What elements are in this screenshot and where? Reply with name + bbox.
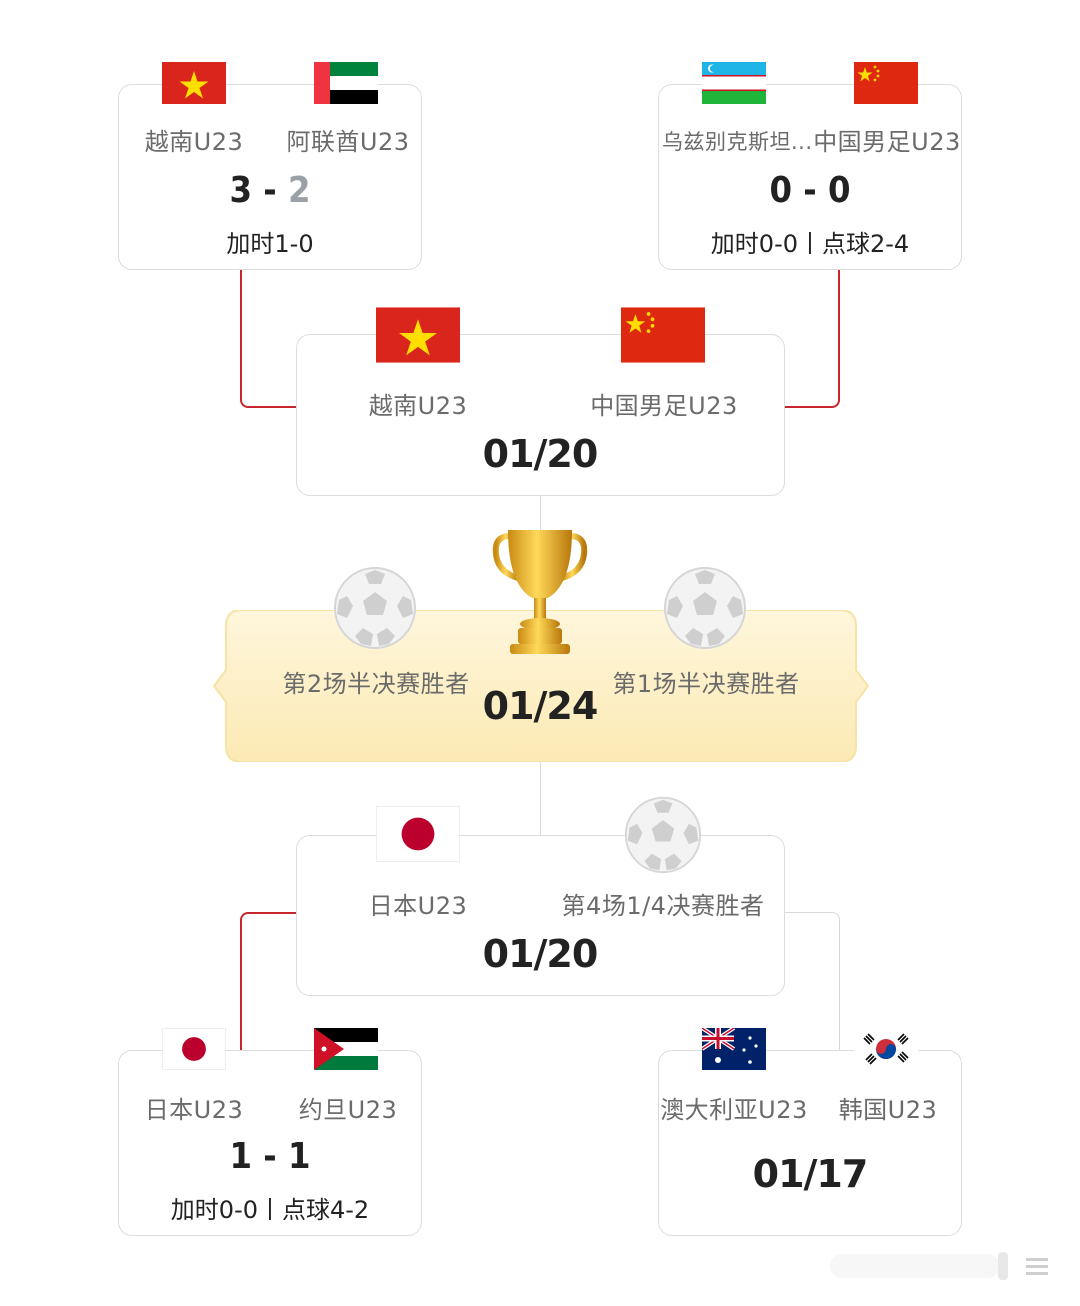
team-name: 中国男足U23 [813,128,961,156]
soccer-ball-icon [624,796,702,874]
match-date: 01/17 [752,1152,869,1196]
team-name: 第1场半决赛胜者 [612,670,800,698]
team-name: 韩国U23 [838,1096,938,1124]
match-card-qf-top-left[interactable] [118,84,422,270]
team-name: 越南U23 [144,128,244,156]
score-away: 2 [288,170,311,211]
team-name: 约旦U23 [298,1096,398,1124]
team-name: 阿联酋U23 [286,128,410,156]
team-name: 越南U23 [368,392,468,420]
team-name: 中国男足U23 [590,392,738,420]
vietnam-flag [162,62,226,104]
japan-flag [376,806,460,862]
japan-flag [162,1028,226,1070]
match-score: 3 - 2 [170,170,370,211]
match-detail: 加时0-0丨点球2-4 [710,230,910,258]
south-korea-flag [854,1028,918,1070]
team-name: 乌兹别克斯坦... [662,130,813,154]
match-date: 01/20 [482,932,599,976]
match-score: 1 - 1 [229,1136,311,1177]
match-card-qf-top-right[interactable] [658,84,962,270]
connector-qf2-sf1 [785,270,840,408]
overlay-controls [820,1246,1060,1286]
team-name: 第4场1/4决赛胜者 [561,892,765,920]
soccer-ball-icon [333,566,417,650]
connector-qf1-sf1 [240,270,296,408]
match-detail: 加时0-0丨点球4-2 [170,1196,370,1224]
uzbekistan-flag [702,62,766,104]
china-flag [854,62,918,104]
team-name: 日本U23 [368,892,468,920]
match-score: 0 - 0 [769,170,851,211]
match-date: 01/24 [482,684,599,728]
uae-flag [314,62,378,104]
connector-qf4-sf2 [785,912,840,1052]
team-name: 澳大利亚U23 [660,1096,808,1124]
match-card-qf-bottom-left[interactable] [118,1050,422,1236]
jordan-flag [314,1028,378,1070]
china-flag [621,307,705,363]
trophy-icon [492,526,588,658]
score-home: 3 [229,170,252,211]
soccer-ball-icon [663,566,747,650]
connector-final-sf2 [540,760,541,835]
team-name: 第2场半决赛胜者 [282,670,470,698]
match-card-qf-bottom-right[interactable] [658,1050,962,1236]
score-separator: - [263,170,277,211]
connector-qf3-sf2 [240,912,296,1052]
team-name: 日本U23 [144,1096,244,1124]
vietnam-flag [376,307,460,363]
match-date: 01/20 [482,432,599,476]
match-detail: 加时1-0 [226,230,314,258]
australia-flag [702,1028,766,1070]
connector-sf1-final [540,496,541,536]
